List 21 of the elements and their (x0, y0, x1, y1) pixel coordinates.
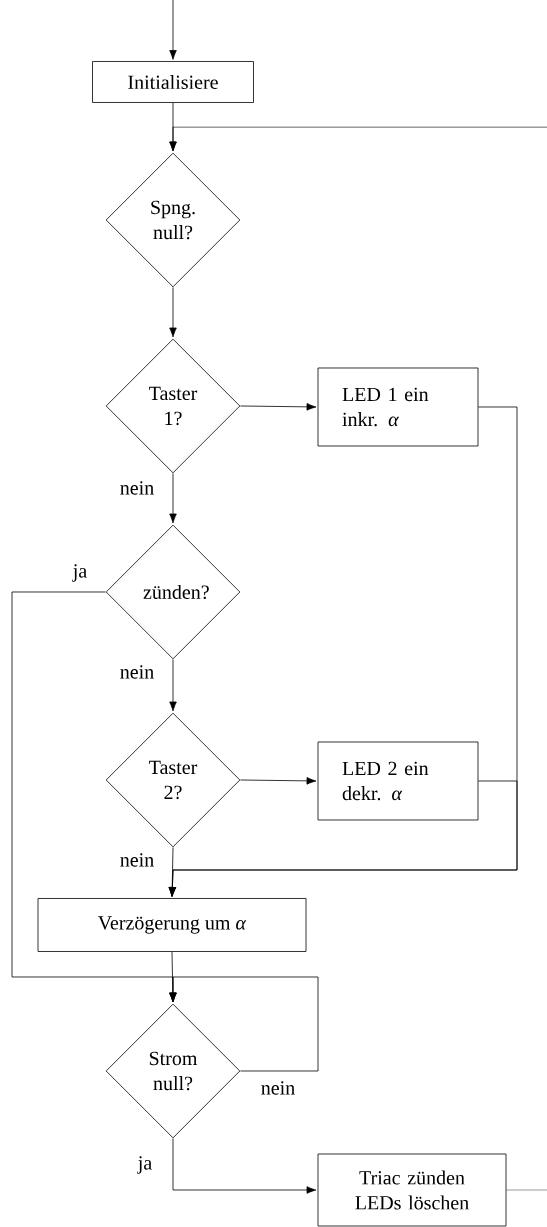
arrow (169, 287, 177, 338)
process-box: Verzögerung um α (37, 898, 307, 952)
process-box: LED 2 ein dekr. α (317, 741, 479, 821)
arrow (169, 126, 547, 152)
arrow (168, 847, 176, 897)
process-box: Triac zünden LEDs löschen (317, 1153, 507, 1227)
arrow (169, 659, 177, 712)
edge-label: nein (118, 852, 156, 868)
arrow (240, 403, 317, 411)
edge-label: ja (71, 563, 89, 583)
arrow (169, 976, 319, 1072)
process-box: LED 1 ein inkr. α (317, 367, 479, 447)
arrow (172, 1138, 317, 1194)
edge-label: nein (259, 1080, 297, 1096)
arrow (169, 473, 177, 524)
edge-label: nein (118, 480, 156, 496)
arrow (169, 0, 177, 60)
arrow (240, 777, 317, 785)
edge-label: ja (136, 1155, 154, 1175)
edge-label: nein (118, 664, 156, 680)
process-box: Initialisiere (92, 61, 254, 103)
